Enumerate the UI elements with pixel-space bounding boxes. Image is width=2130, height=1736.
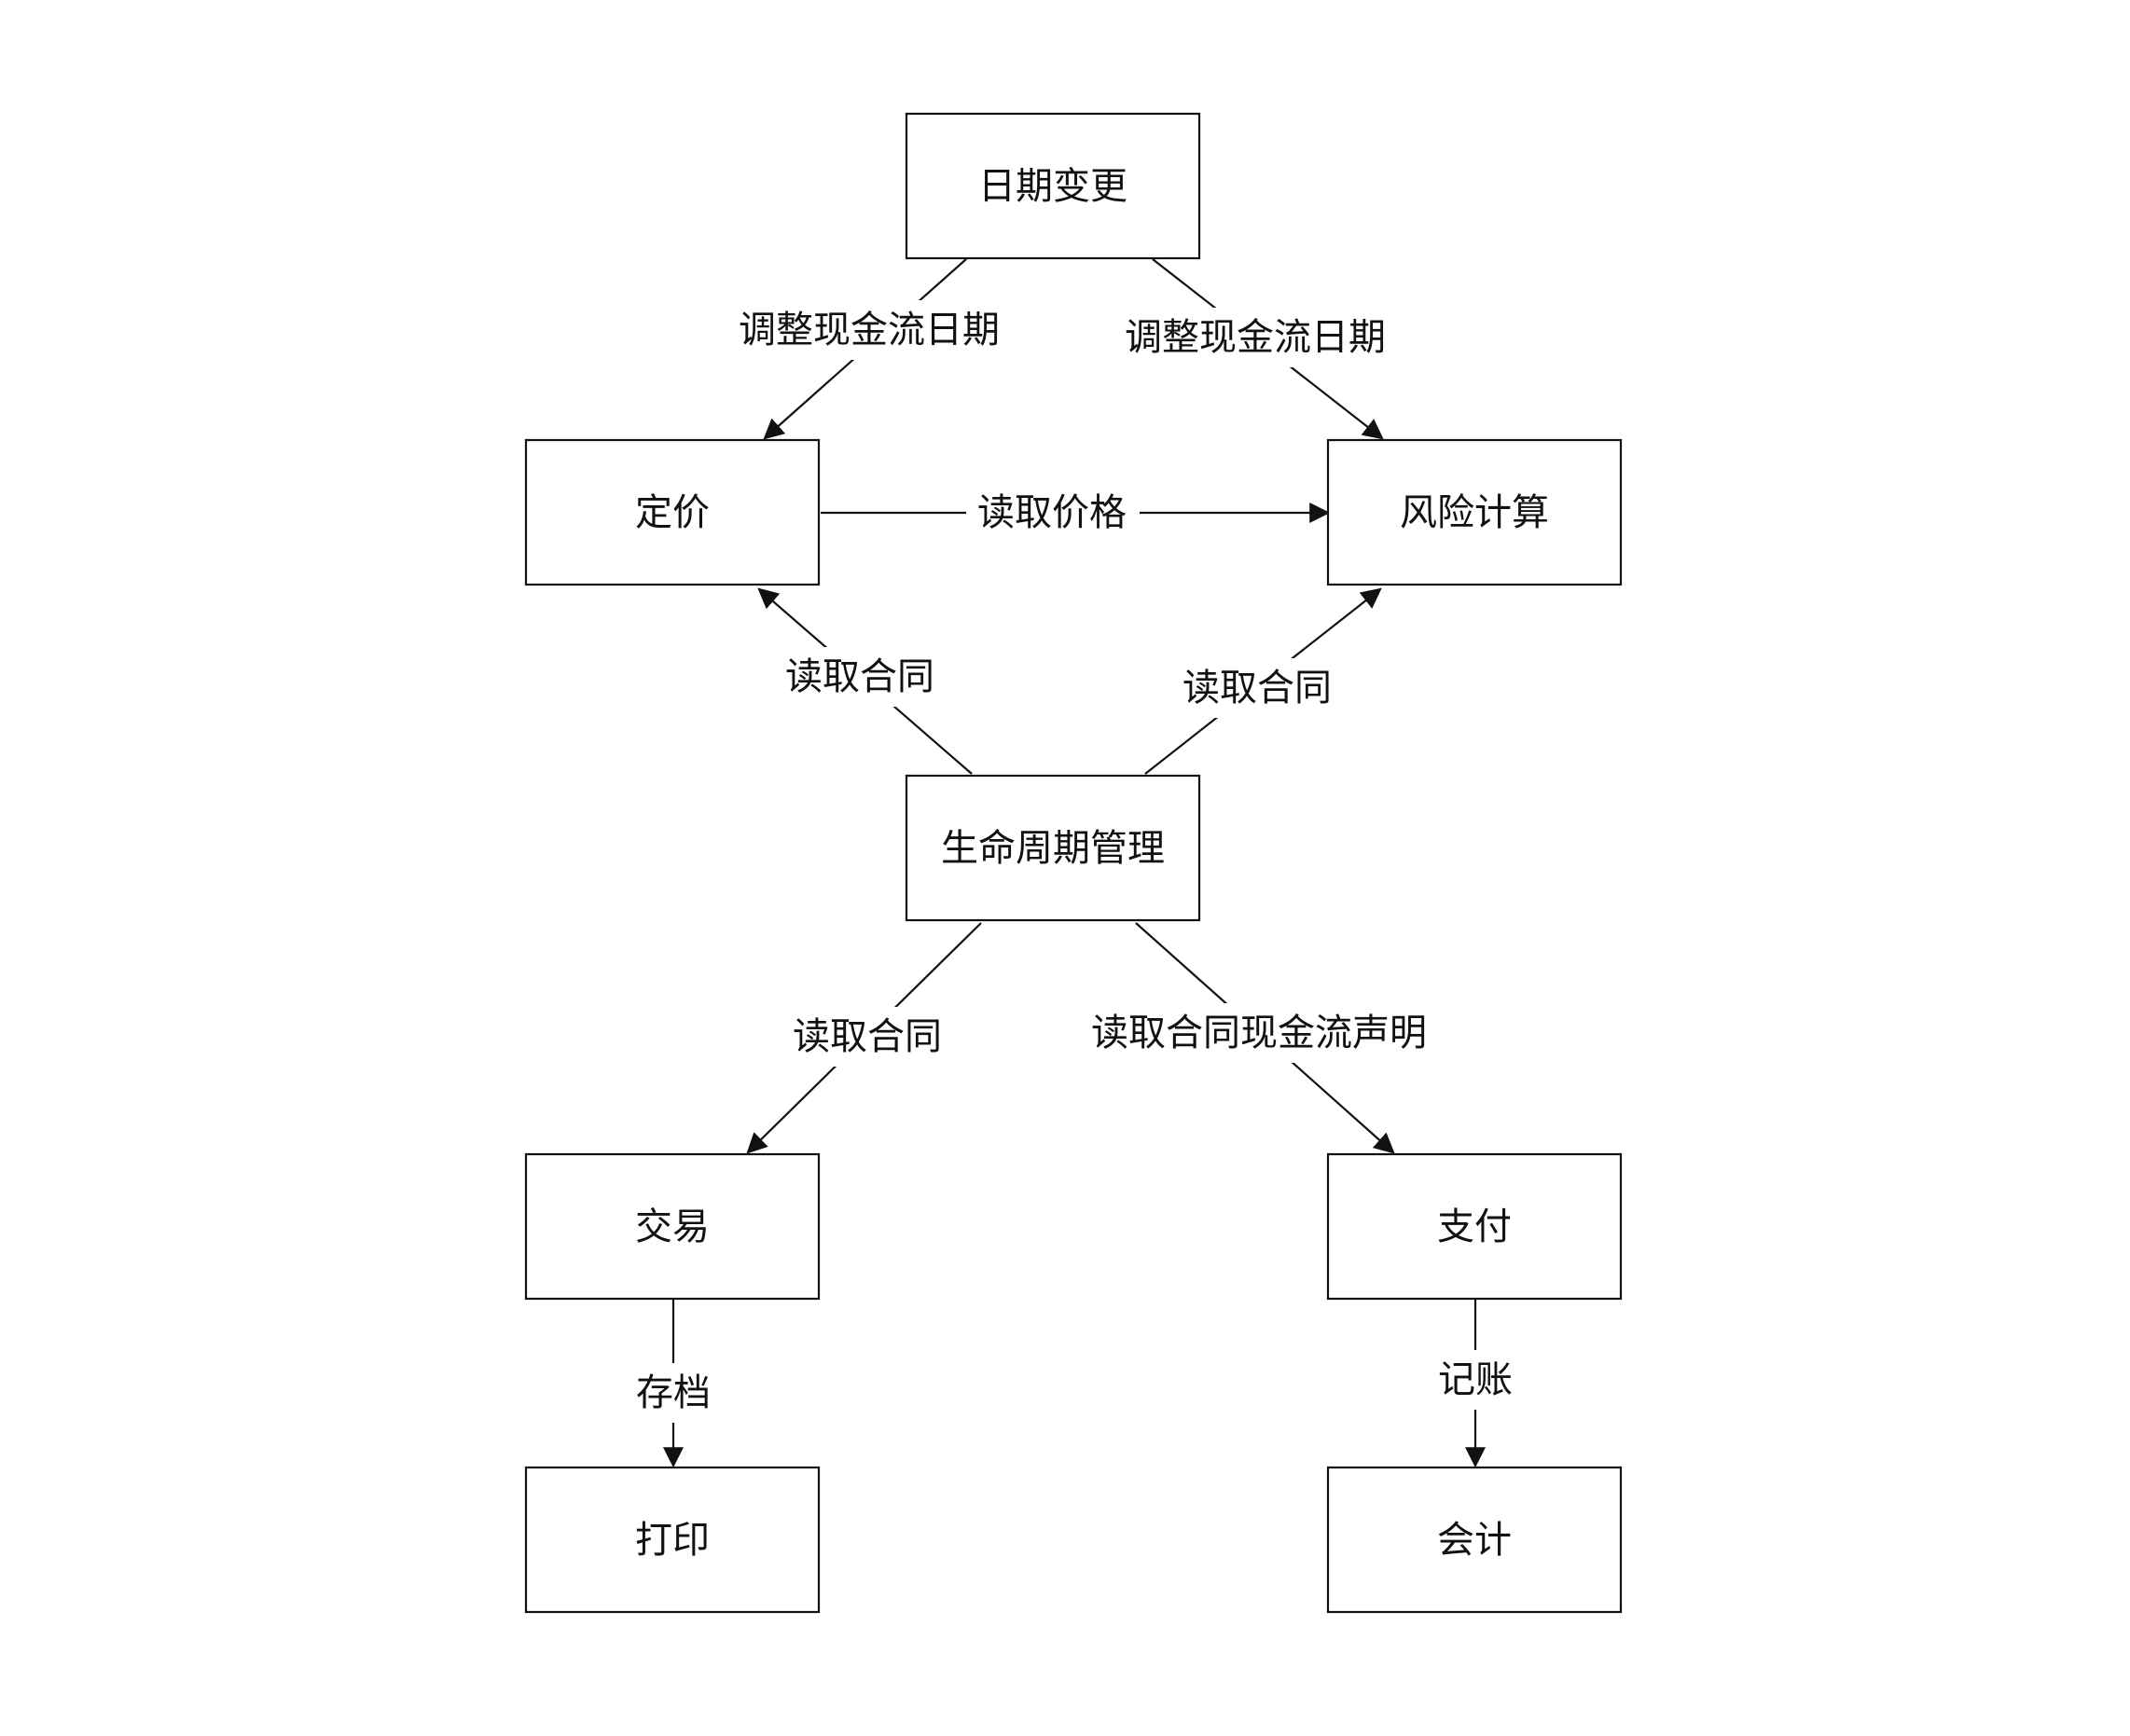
edge-label-date-to-risk: 调整现金流日期 <box>1125 316 1386 359</box>
edge-label-lifecycle-to-pricing: 读取合同 <box>785 655 934 698</box>
edge-label-pricing-to-risk: 读取价格 <box>977 491 1127 534</box>
edge-label-lifecycle-to-risk: 读取合同 <box>1183 667 1332 710</box>
node-risk-calc: 风险计算 <box>1326 438 1623 586</box>
node-trade: 交易 <box>524 1152 821 1301</box>
node-label-payment: 支付 <box>1437 1206 1512 1248</box>
edge-lifecycle-to-payment: 读取合同现金流声明 <box>1087 922 1431 1154</box>
node-label-accounting: 会计 <box>1437 1519 1512 1562</box>
node-label-print: 打印 <box>635 1519 710 1562</box>
edge-payment-to-accounting: 记账 <box>1429 1300 1522 1468</box>
node-date-change: 日期变更 <box>905 112 1201 260</box>
node-label-lifecycle: 生命周期管理 <box>941 827 1165 870</box>
node-label-risk-calc: 风险计算 <box>1400 491 1549 534</box>
edge-date-to-pricing: 调整现金流日期 <box>729 258 1009 440</box>
node-label-date-change: 日期变更 <box>978 165 1127 208</box>
edge-lifecycle-to-pricing: 读取合同 <box>757 587 973 775</box>
node-payment: 支付 <box>1326 1152 1623 1301</box>
node-accounting: 会计 <box>1326 1466 1623 1614</box>
node-label-pricing: 定价 <box>635 491 710 534</box>
edge-pricing-to-risk: 读取价格 <box>821 483 1331 543</box>
edge-date-to-risk: 调整现金流日期 <box>1115 258 1395 440</box>
edge-label-lifecycle-to-payment: 读取合同现金流声明 <box>1091 1012 1427 1054</box>
edge-lifecycle-to-trade: 读取合同 <box>746 922 982 1154</box>
edge-label-date-to-pricing: 调整现金流日期 <box>739 309 1000 351</box>
node-label-trade: 交易 <box>635 1206 710 1248</box>
edge-label-trade-to-print: 存档 <box>636 1371 711 1414</box>
node-print: 打印 <box>524 1466 821 1614</box>
node-pricing: 定价 <box>524 438 821 586</box>
edge-trade-to-print: 存档 <box>627 1300 720 1468</box>
edge-lifecycle-to-risk: 读取合同 <box>1144 587 1382 775</box>
edge-label-lifecycle-to-trade: 读取合同 <box>793 1015 942 1058</box>
edge-label-payment-to-accounting: 记账 <box>1438 1358 1513 1401</box>
node-lifecycle: 生命周期管理 <box>905 774 1201 922</box>
